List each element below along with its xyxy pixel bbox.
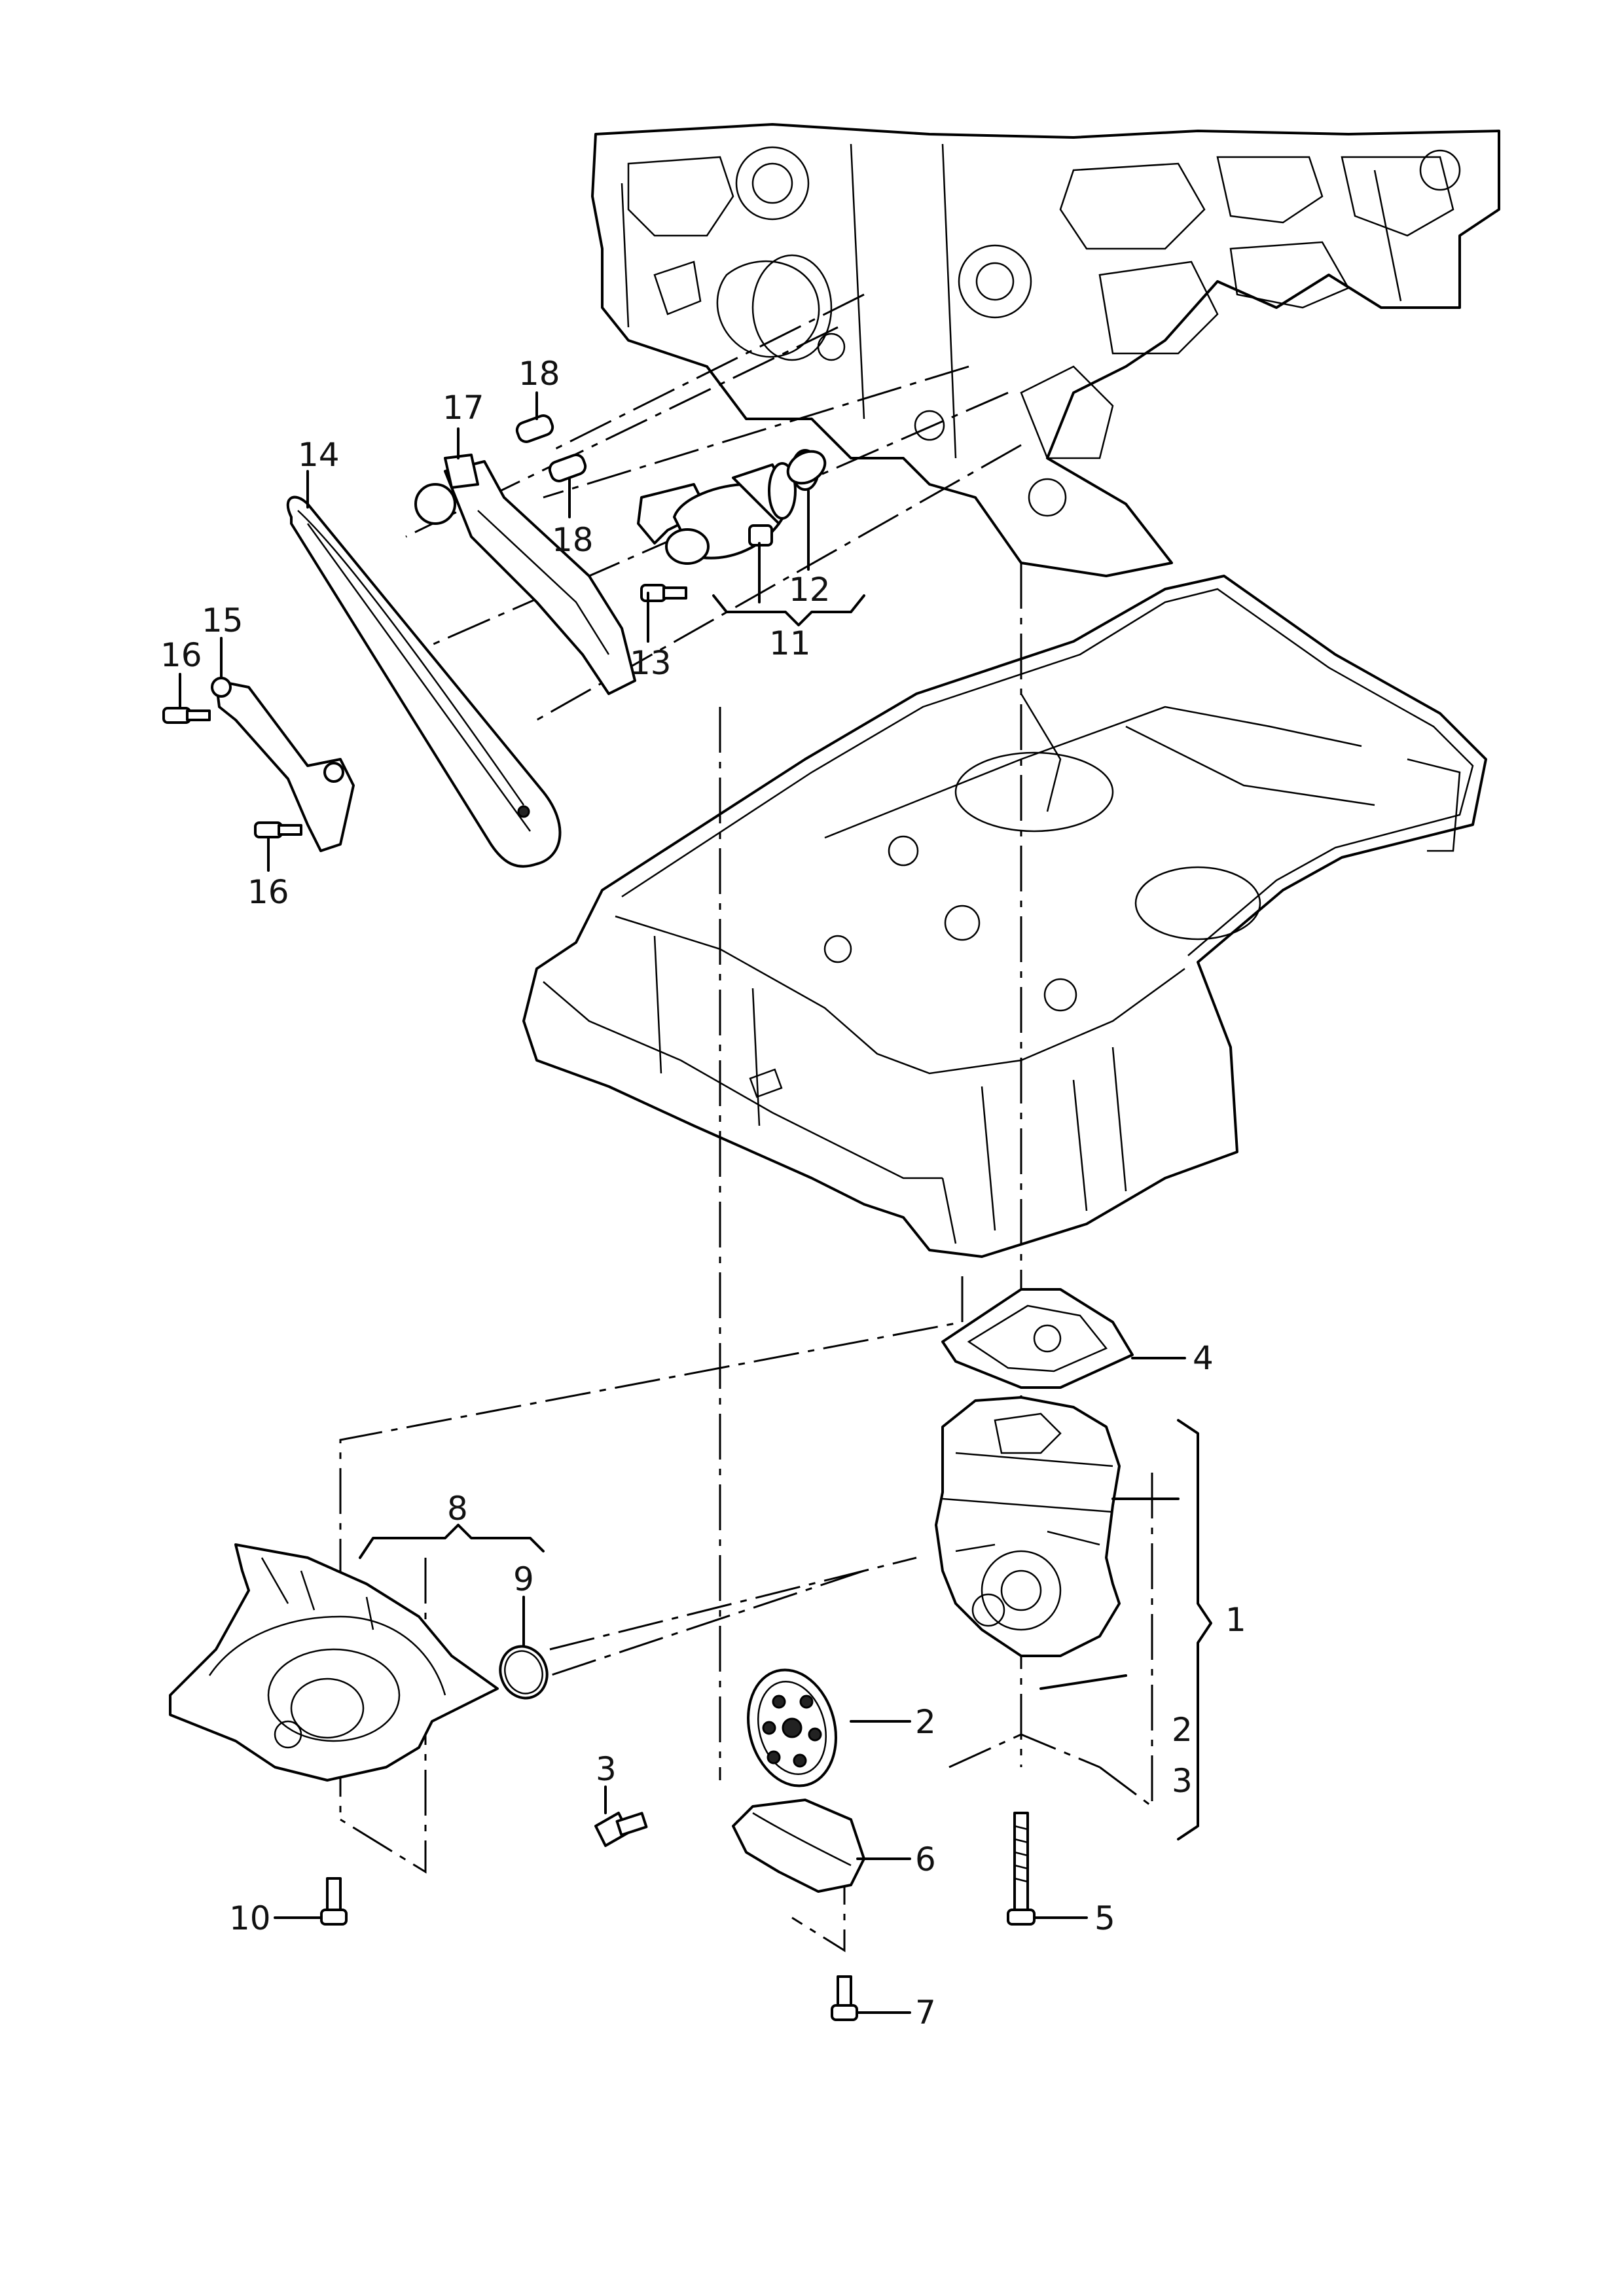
callout-16-upper: 16 [160,636,202,674]
callout-6: 6 [915,1840,936,1878]
callout-3-group: 3 [1172,1762,1193,1800]
callout-9: 9 [513,1560,534,1598]
timing-chain [286,495,562,868]
oil-baffle [169,1543,499,1782]
callout-13: 13 [630,644,672,682]
oil-pump [935,1396,1121,1657]
callout-2: 2 [915,1703,936,1741]
callout-7: 7 [915,1994,936,2032]
engine-block [591,123,1500,577]
callout-1: 1 [1225,1601,1246,1639]
callout-10: 10 [229,1899,271,1937]
guide-rail [211,677,355,852]
callout-14: 14 [298,436,340,474]
tensioner-rail [414,454,636,695]
gasket [941,1288,1134,1389]
callout-16-lower: 16 [247,873,289,911]
pump-cover [732,1799,865,1893]
callout-11: 11 [769,624,811,662]
callout-5: 5 [1094,1899,1115,1937]
bolts-small [162,414,587,838]
control-valve [637,449,827,602]
callout-12: 12 [789,571,831,609]
bolt-10 [320,1877,348,1926]
callout-18-upper: 18 [518,355,560,393]
callout-4: 4 [1193,1339,1214,1377]
callout-3: 3 [596,1750,617,1788]
callout-15: 15 [202,601,244,639]
sprocket [747,1668,837,1787]
leader-lines [179,391,1212,2014]
oil-pan [522,575,1487,1258]
bolt-3 [594,1812,648,1847]
callout-18-lower: 18 [552,521,594,559]
bolt-7 [831,1975,858,2021]
callout-17: 17 [442,389,484,427]
callout-8: 8 [447,1490,468,1528]
callout-2-group: 2 [1172,1711,1193,1749]
callout-labels: 1 2 2 3 3 4 5 6 7 8 9 10 11 12 13 14 15 … [160,355,1246,2032]
bolt-5 [1007,1812,1036,1926]
seal-ring [499,1645,549,1700]
